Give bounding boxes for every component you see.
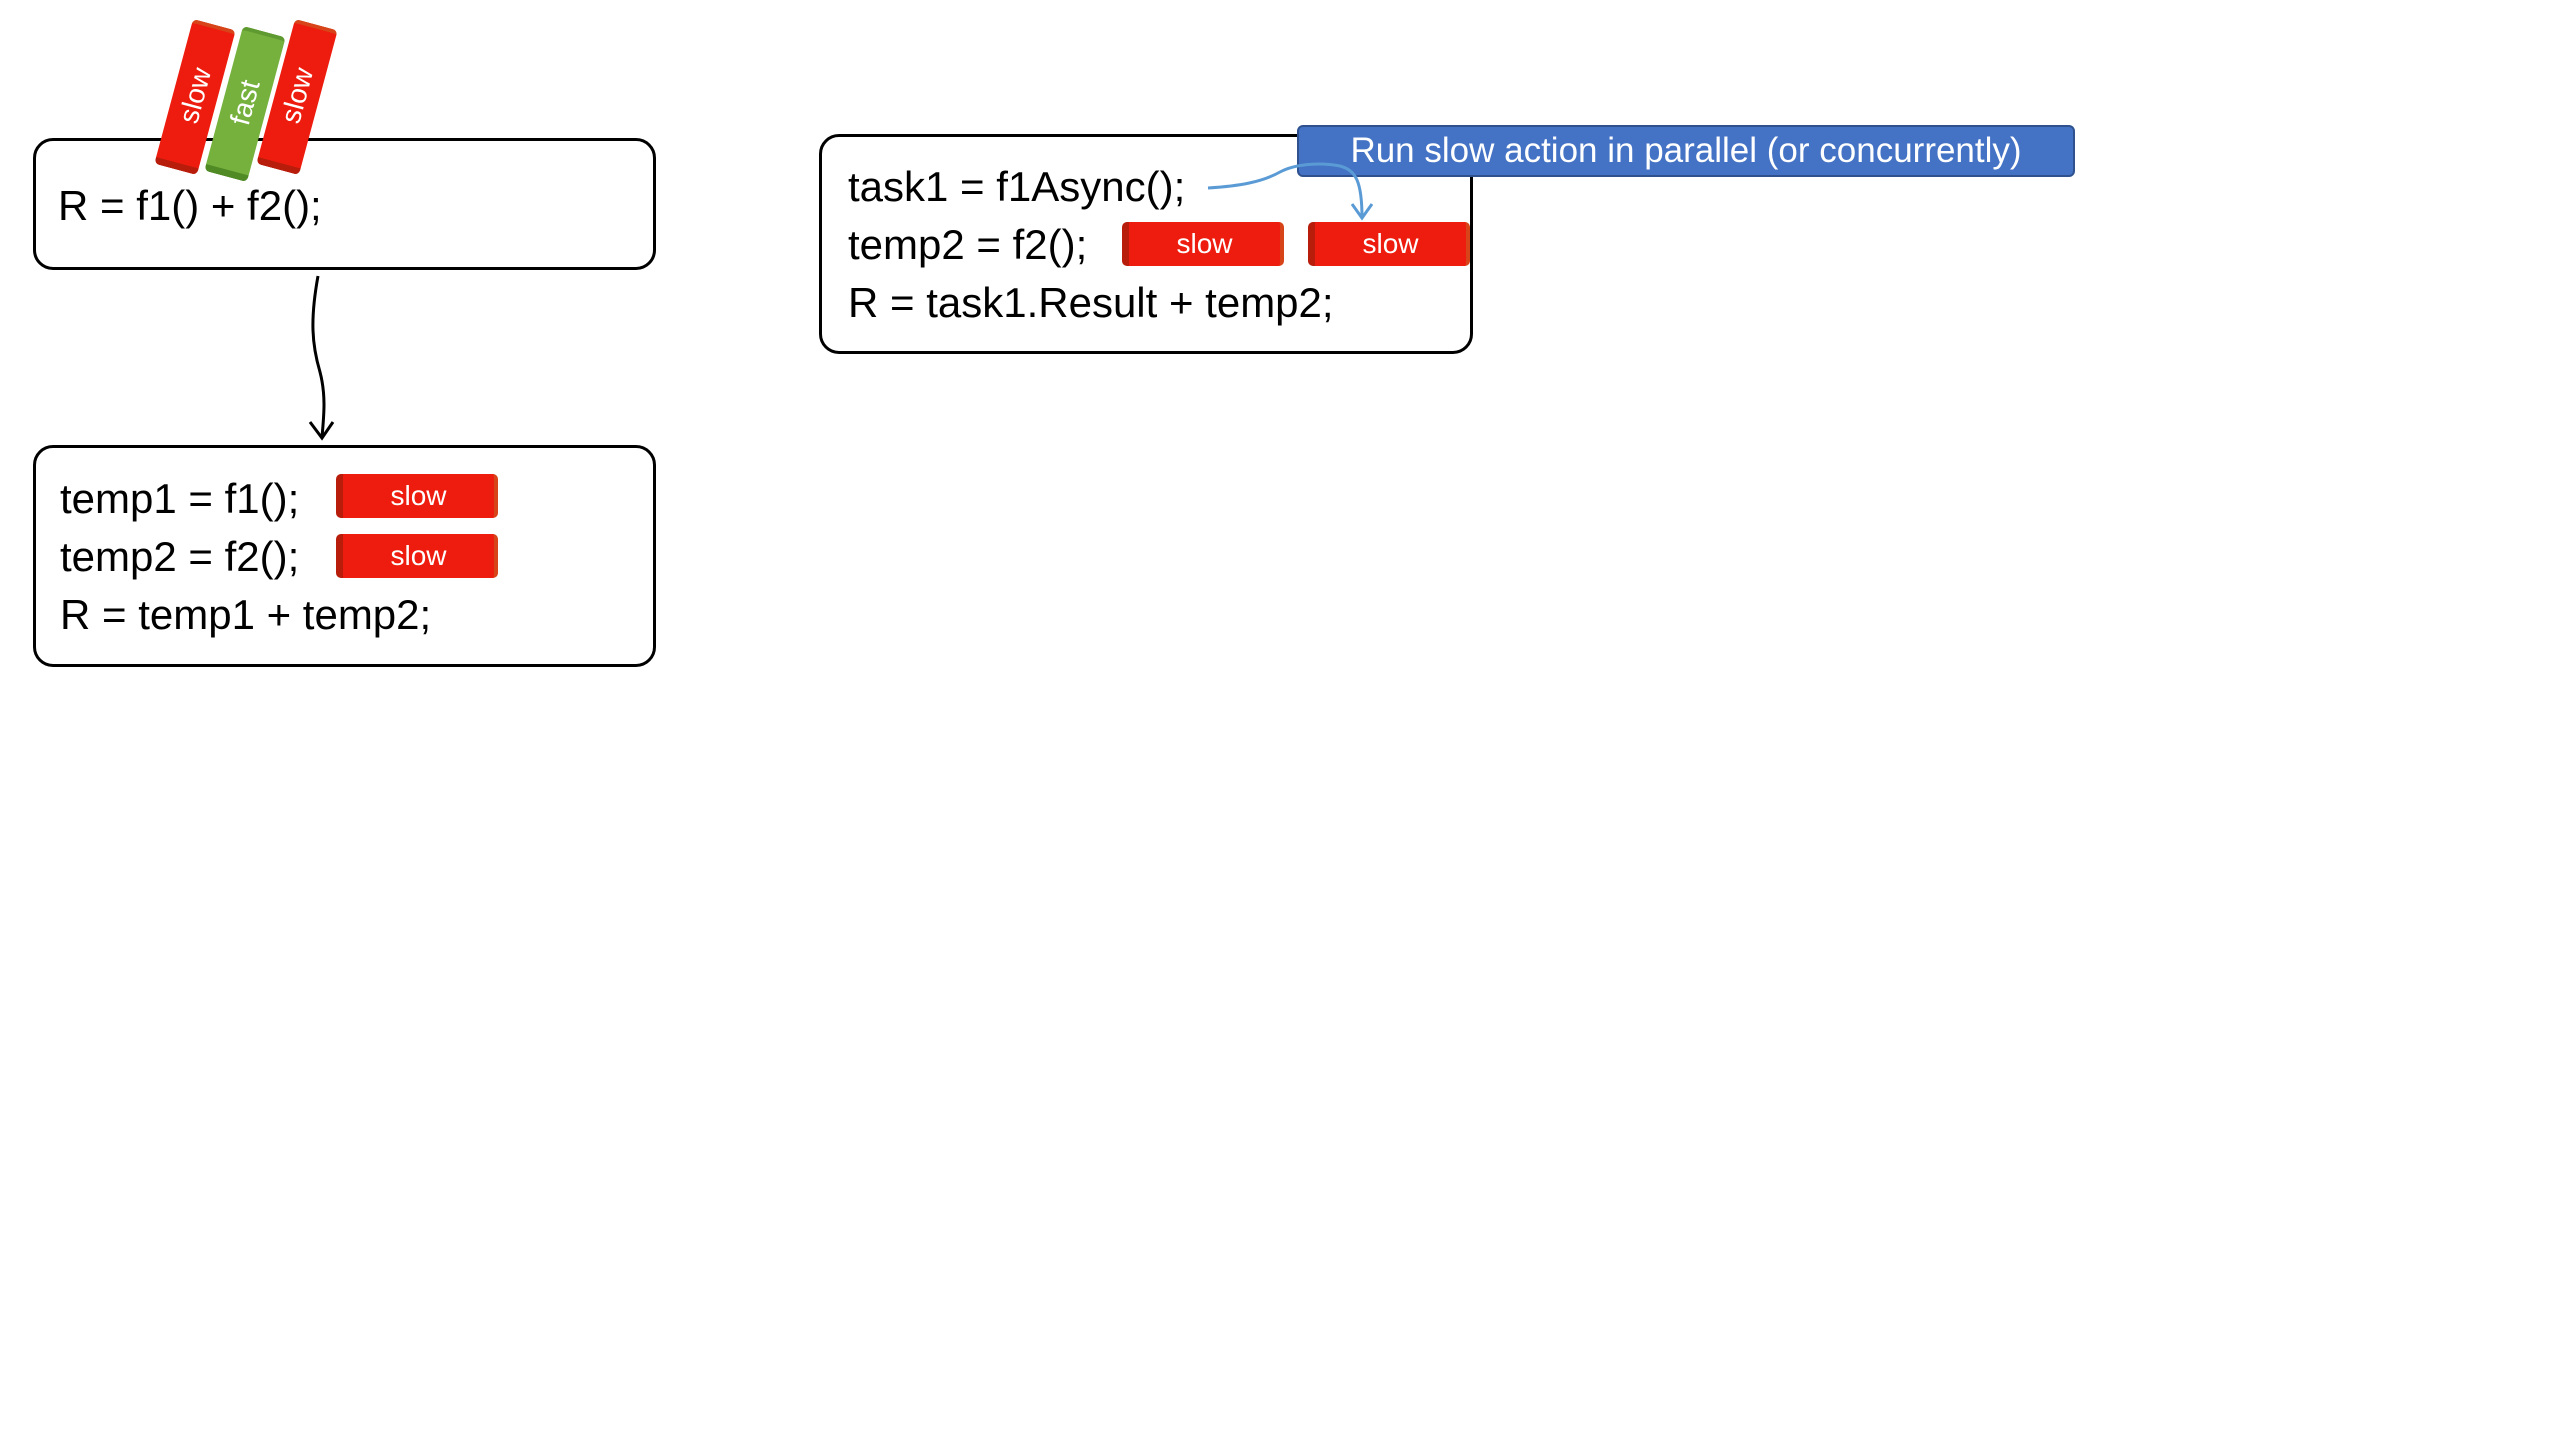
slow-tag-f1-async: slow bbox=[1308, 222, 1470, 266]
code-line-temp1: temp1 = f1(); bbox=[60, 475, 300, 522]
expression-box bbox=[33, 138, 656, 270]
code-line-temp2-parallel: temp2 = f2(); bbox=[848, 221, 1088, 268]
expression-code: R = f1() + f2(); bbox=[58, 182, 322, 229]
code-line-task1: task1 = f1Async(); bbox=[848, 163, 1186, 210]
code-line-task-result: R = task1.Result + temp2; bbox=[848, 279, 1334, 326]
slow-tag-f2: slow bbox=[336, 534, 498, 578]
parallel-callout: Run slow action in parallel (or concurre… bbox=[1297, 125, 2075, 177]
code-line-temp2: temp2 = f2(); bbox=[60, 533, 300, 580]
code-line-result: R = temp1 + temp2; bbox=[60, 591, 432, 638]
slow-tag-f1: slow bbox=[336, 474, 498, 518]
slow-tag-f2-parallel: slow bbox=[1122, 222, 1284, 266]
